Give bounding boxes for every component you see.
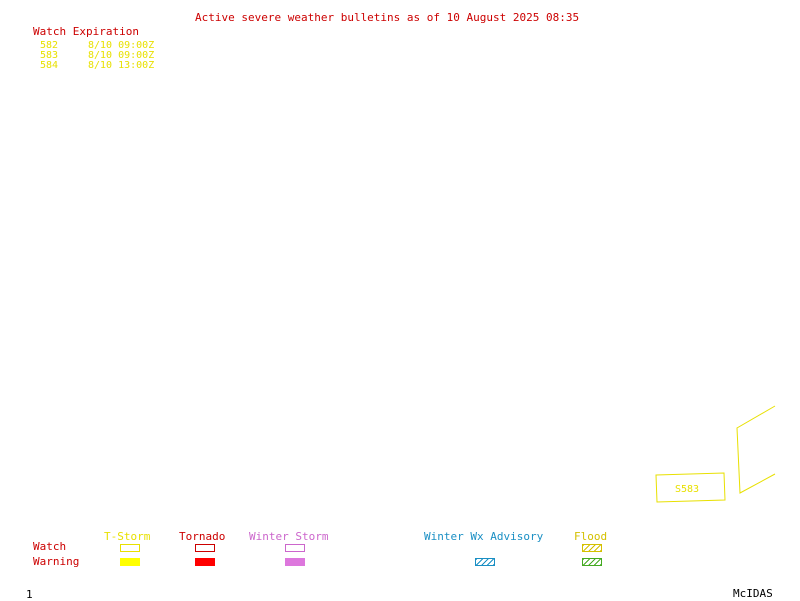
legend-winter-storm-label: Winter Storm: [249, 530, 329, 543]
legend-tornado-label: Tornado: [179, 530, 226, 543]
tornado-watch-swatch: [195, 544, 215, 552]
watch-id: 582: [40, 40, 59, 51]
legend-winter-wx-advisory-label: Winter Wx Advisory: [424, 530, 544, 543]
legend-warning-label: Warning: [33, 555, 80, 568]
watch-expiry: 8/10 09:00Z: [88, 40, 155, 51]
bulletin-title: Active severe weather bulletins as of 10…: [195, 11, 580, 24]
flood-warning-swatch: [582, 558, 602, 566]
watch-id: 583: [40, 50, 59, 61]
frame-number: 1: [26, 588, 33, 601]
watch-expiration-heading: Watch Expiration: [33, 25, 139, 38]
winter-storm-warning-swatch: [285, 558, 305, 566]
tstorm-watch-swatch: [120, 544, 140, 552]
legend-watch-label: Watch: [33, 540, 67, 553]
watch-row: 583 8/10 09:00Z: [40, 51, 154, 61]
legend-tstorm-label: T-Storm: [104, 530, 151, 543]
winter-storm-watch-swatch: [285, 544, 305, 552]
winter-wx-advisory-swatch: [475, 558, 495, 566]
flood-watch-swatch: [582, 544, 602, 552]
tstorm-warning-swatch: [120, 558, 140, 566]
watch-expiry: 8/10 13:00Z: [88, 60, 155, 71]
watch-row: 584 8/10 13:00Z: [40, 61, 154, 71]
legend-flood-label: Flood: [574, 530, 608, 543]
watch-box-label: S583: [675, 484, 699, 495]
mcidas-brand: McIDAS: [733, 587, 773, 600]
watch-row: 582 8/10 09:00Z: [40, 41, 154, 51]
watch-expiry: 8/10 09:00Z: [88, 50, 155, 61]
watch-id: 584: [40, 60, 59, 71]
watch-box-583[interactable]: [655, 472, 726, 503]
watch-box-edge[interactable]: [736, 405, 776, 494]
tornado-warning-swatch: [195, 558, 215, 566]
